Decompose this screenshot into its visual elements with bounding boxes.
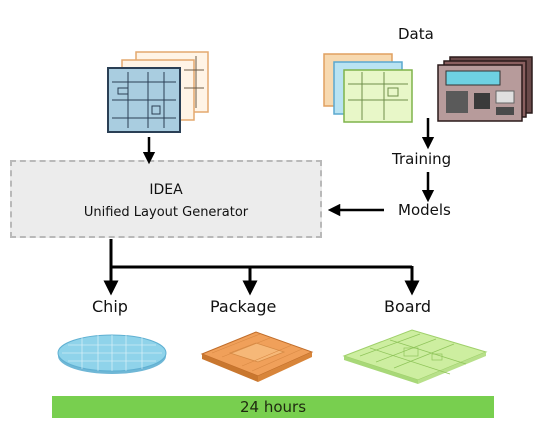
board-label: Board	[384, 297, 432, 316]
layout-stack-illustration	[107, 51, 209, 133]
chip-wafer-illustration	[57, 334, 167, 374]
training-label: Training	[392, 150, 452, 168]
idea-generator-box: IDEA Unified Layout Generator	[10, 160, 322, 238]
data-sheets-illustration	[323, 53, 413, 123]
chip-label: Chip	[92, 297, 128, 316]
data-board-photo-illustration	[437, 56, 533, 122]
package-illustration	[200, 331, 314, 382]
package-label: Package	[210, 297, 277, 316]
models-label: Models	[398, 201, 451, 219]
idea-subtitle: Unified Layout Generator	[83, 205, 249, 220]
timeline-bar: 24 hours	[52, 396, 494, 418]
data-label: Data	[398, 25, 434, 43]
board-illustration	[342, 329, 488, 384]
idea-title: IDEA	[149, 182, 183, 198]
